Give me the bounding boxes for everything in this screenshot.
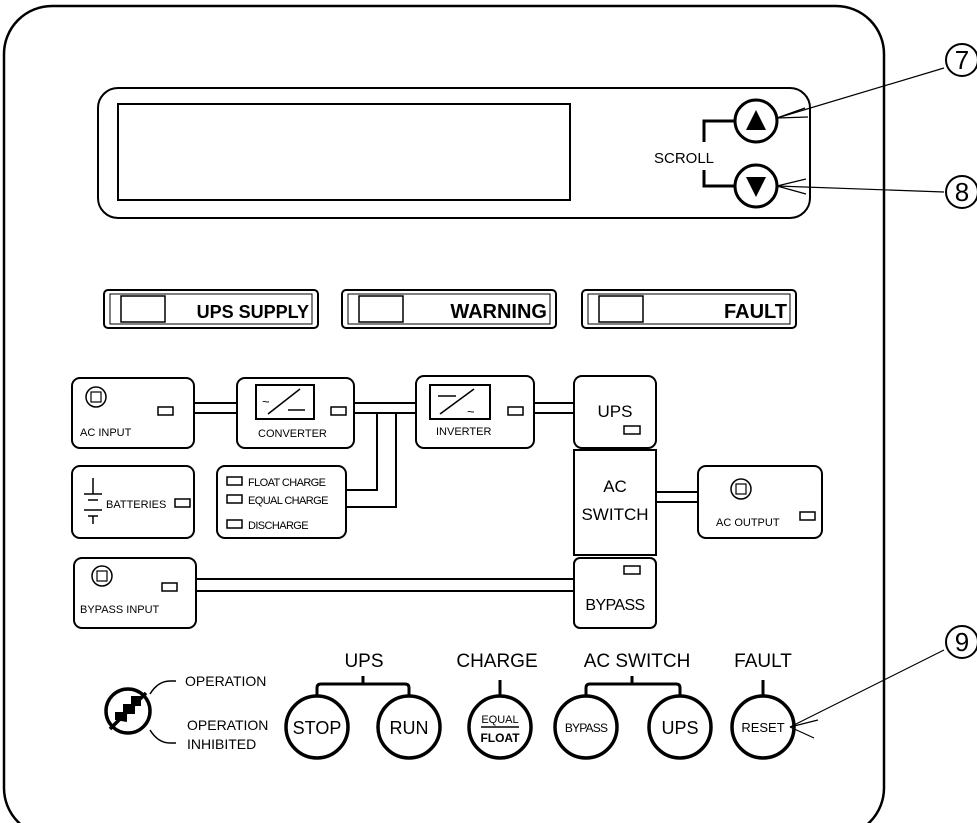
ac-input-label: AC INPUT [80,427,132,439]
scroll-down-button[interactable] [733,163,779,209]
bypass-button-label: BYPASS [565,721,608,735]
stop-button[interactable]: STOP [284,694,350,760]
stop-button-label: STOP [293,718,342,738]
charge-group-label: CHARGE [456,651,537,672]
ac-output-led [799,511,816,521]
ups-block-label: UPS [598,402,633,421]
charge-status-block: FLOAT CHARGE EQUAL CHARGE DISCHARGE [216,465,347,539]
ac-input-led [157,406,174,416]
fault-group-label: FAULT [734,651,792,672]
inverter-label: INVERTER [436,426,491,438]
ups-led [623,425,641,435]
up-arrow-icon [746,110,766,130]
converter-icon [255,384,315,420]
ac-switch-block: AC SWITCH [573,449,657,556]
callout-7-number: 7 [955,45,969,75]
display-housing [97,87,811,219]
ac-output-block: AC OUTPUT [697,465,823,539]
discharge-led [226,519,243,529]
reset-button-label: RESET [741,720,784,735]
callout-8-number: 8 [955,177,969,207]
equal-charge-led [226,494,243,504]
scroll-label: SCROLL [654,150,714,167]
warning-lamp [358,295,404,323]
callout-8: 8 [776,175,977,209]
float-label: FLOAT [480,731,520,745]
run-button-label: RUN [390,718,429,738]
bypass-led [623,565,641,575]
ac-input-block: AC INPUT [71,377,195,449]
operation-label: OPERATION [185,673,266,689]
float-charge-label: FLOAT CHARGE [248,477,326,489]
warning-indicator: WARNING [341,289,557,329]
ups-supply-label: UPS SUPPLY [197,302,309,322]
svg-text:~: ~ [262,394,270,409]
bypass-block: BYPASS [573,557,657,629]
callout-9: 9 [789,625,977,739]
operation-inhibited-label-1: OPERATION [187,717,268,733]
bypass-input-breaker-icon [91,565,113,587]
callout-7: 7 [776,43,977,119]
ac-switch-group-bracket [584,676,682,700]
scroll-bracket [702,119,736,188]
ac-output-breaker-icon [730,478,752,500]
ac-input-breaker-icon [85,386,107,408]
ac-switch-label-line1: AC [603,477,627,496]
ac-switch-label-line2: SWITCH [581,505,648,524]
ups-button-label: UPS [661,718,698,738]
lcd-screen [117,103,571,201]
scroll-up-button[interactable] [733,98,779,144]
bypass-block-label: BYPASS [585,597,644,614]
discharge-label: DISCHARGE [248,520,308,532]
converter-led [330,406,347,416]
equal-label: EQUAL [481,714,518,726]
operation-key-switch[interactable] [104,687,152,735]
ac-switch-group-label: AC SWITCH [584,651,691,672]
run-button[interactable]: RUN [376,694,442,760]
down-arrow-icon [746,177,766,197]
batteries-label: BATTERIES [106,499,166,511]
equal-float-button[interactable]: EQUAL FLOAT [467,694,533,760]
warning-label: WARNING [450,301,547,323]
bypass-input-led [161,582,178,592]
inverter-block: ~ INVERTER [415,375,535,449]
batteries-block: BATTERIES [71,465,195,539]
ups-group-label: UPS [344,651,383,672]
ups-button[interactable]: UPS [647,694,713,760]
fault-lamp [598,295,644,323]
bypass-input-block: BYPASS INPUT [73,557,197,629]
svg-text:~: ~ [467,404,475,419]
ups-supply-lamp [120,295,166,323]
fault-indicator: FAULT [581,289,797,329]
bypass-input-label: BYPASS INPUT [80,604,160,616]
converter-label: CONVERTER [258,428,327,440]
reset-button[interactable]: RESET [730,694,796,760]
bypass-button[interactable]: BYPASS [553,694,619,760]
mimic-connections [194,402,698,592]
ups-group-bracket [315,676,411,700]
operation-inhibited-bracket [149,729,176,744]
ups-block: UPS [573,375,657,449]
batteries-led [174,498,191,508]
converter-block: ~ CONVERTER [236,377,355,449]
ac-output-label: AC OUTPUT [716,517,780,529]
fault-label: FAULT [724,301,787,323]
inverter-icon [429,384,491,420]
operation-bracket [149,680,176,695]
callout-9-number: 9 [955,627,969,657]
panel-frame [2,4,886,823]
equal-charge-label: EQUAL CHARGE [248,495,328,507]
operation-inhibited-label-2: INHIBITED [187,736,256,752]
ups-supply-indicator: UPS SUPPLY [103,289,319,329]
float-charge-led [226,476,243,486]
battery-icon [84,478,102,524]
inverter-led [507,406,524,416]
